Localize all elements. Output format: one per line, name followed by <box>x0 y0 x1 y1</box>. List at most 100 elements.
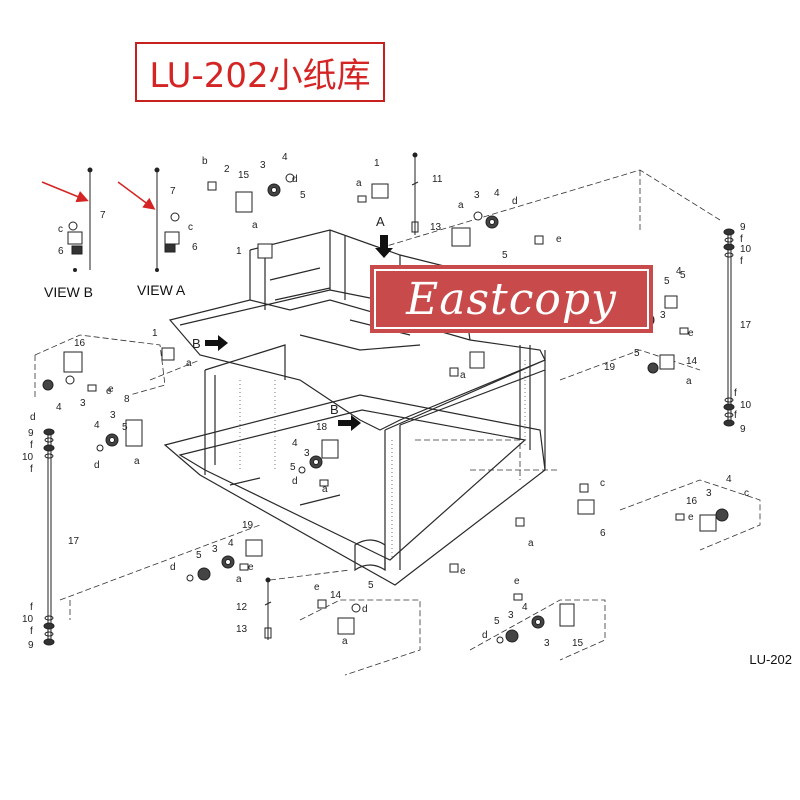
callout: 3 <box>80 398 86 409</box>
callout: 17 <box>68 536 80 547</box>
callout: 5 <box>664 276 670 287</box>
callout: f <box>30 626 33 637</box>
callout: 5 <box>300 190 306 201</box>
callout: c <box>600 478 605 489</box>
callout: 3 <box>260 160 266 171</box>
callout: 13 <box>236 624 248 635</box>
callout: f <box>734 388 737 399</box>
callout: 5 <box>196 550 202 561</box>
callout: d <box>30 412 36 423</box>
callout: 17 <box>740 320 752 331</box>
callout: A <box>376 214 385 229</box>
callout: e <box>556 234 562 245</box>
callout: e <box>248 562 254 573</box>
callout: 3 <box>474 190 480 201</box>
callout: 4 <box>292 438 298 449</box>
callout: 19 <box>604 362 616 373</box>
callout: e <box>106 386 112 397</box>
callout: f <box>30 464 33 475</box>
callout: a <box>458 200 464 211</box>
callout: 3 <box>508 610 514 621</box>
callout: d <box>512 196 518 207</box>
callout: 14 <box>686 356 698 367</box>
callout: 1 <box>152 328 158 339</box>
callout: 14 <box>330 590 342 601</box>
callout: f <box>740 234 743 245</box>
callout: 15 <box>572 638 584 649</box>
wall-perforations <box>239 360 526 560</box>
dashed-leader-lines <box>34 169 761 676</box>
callout: a <box>342 636 348 647</box>
callout: c <box>744 488 749 499</box>
callout: b <box>202 156 208 167</box>
callout: d <box>94 460 100 471</box>
callout: 4 <box>56 402 62 413</box>
callout: a <box>322 484 328 495</box>
callout: f <box>30 440 33 451</box>
callout: 5 <box>290 462 296 473</box>
callout: e <box>108 384 114 395</box>
callout: 9 <box>28 428 34 439</box>
callout: 4 <box>94 420 100 431</box>
callout: 6 <box>192 242 198 253</box>
watermark-badge: Eastcopy <box>370 265 653 333</box>
callout: 5 <box>680 270 686 281</box>
callout: e <box>688 328 694 339</box>
callout: 4 <box>676 266 682 277</box>
view-a-assembly <box>154 167 180 272</box>
callout: e <box>314 582 320 593</box>
callout: 1 <box>374 158 380 169</box>
callout: a <box>236 574 242 585</box>
right-shaft <box>723 228 735 427</box>
diagram-footer-label: LU-202 <box>749 652 792 667</box>
callout: 9 <box>740 222 746 233</box>
callout: 10 <box>740 244 752 255</box>
gear-clusters <box>42 173 729 644</box>
callout: 7 <box>100 210 106 221</box>
view-arrows <box>205 235 393 431</box>
callout: 12 <box>236 602 248 613</box>
watermark-text: Eastcopy <box>406 273 617 325</box>
callout: 5 <box>634 348 640 359</box>
rod-parts <box>264 152 419 640</box>
callout: a <box>134 456 140 467</box>
callout: 6 <box>58 246 64 257</box>
callout: 9 <box>740 424 746 435</box>
view-b-assembly <box>67 167 93 272</box>
callout: e <box>514 576 520 587</box>
callout: 10 <box>22 614 34 625</box>
callout: a <box>356 178 362 189</box>
watermark-inner: Eastcopy <box>374 269 649 329</box>
callout: d <box>292 476 298 487</box>
page-title: LU-202小纸库 <box>149 55 371 96</box>
callout: 4 <box>522 602 528 613</box>
callout: 9 <box>28 640 34 651</box>
callout: a <box>460 370 466 381</box>
callout: B <box>330 402 339 417</box>
callout: 5 <box>122 422 128 433</box>
callout: 3 <box>660 310 666 321</box>
callout: e <box>460 566 466 577</box>
callout: 3 <box>304 448 310 459</box>
callout: c <box>188 222 193 233</box>
callout: d <box>362 604 368 615</box>
callout: 15 <box>238 170 250 181</box>
callout: 19 <box>242 520 254 531</box>
callout: 18 <box>316 422 328 433</box>
title-banner: LU-202小纸库 <box>135 42 385 102</box>
callout: e <box>688 512 694 523</box>
callout: d <box>292 174 298 185</box>
callout: c <box>58 224 63 235</box>
callout: 10 <box>740 400 752 411</box>
callout: a <box>686 376 692 387</box>
callout: 5 <box>494 616 500 627</box>
callout: f <box>734 410 737 421</box>
callout: 4 <box>726 474 732 485</box>
callout: 10 <box>22 452 34 463</box>
left-shaft <box>43 428 55 646</box>
callout: 6 <box>600 528 606 539</box>
view-a-label: VIEW A <box>137 282 186 298</box>
callout: d <box>482 630 488 641</box>
callout: 3 <box>212 544 218 555</box>
